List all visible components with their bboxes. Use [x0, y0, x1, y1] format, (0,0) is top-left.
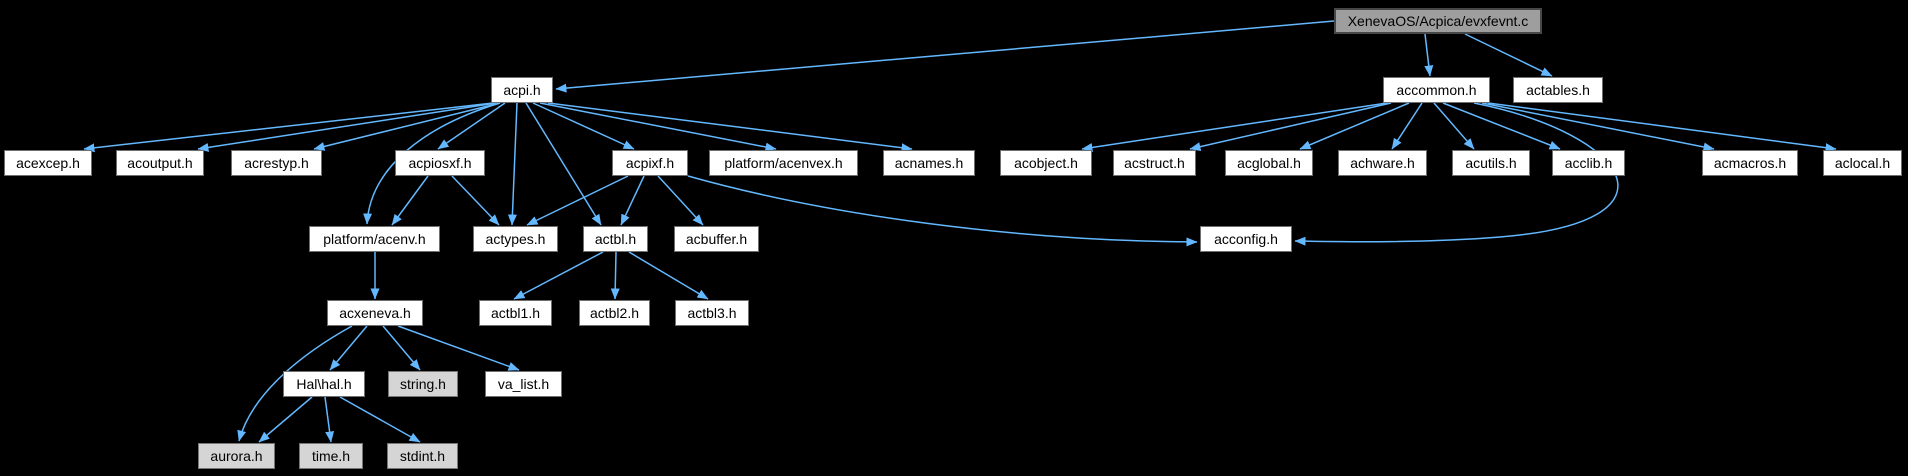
- node-acenvex[interactable]: platform/acenvex.h: [709, 150, 858, 176]
- edge-acpi-acrestyp: [313, 102, 501, 151]
- edge-acpixf-acconfig: [687, 175, 1198, 247]
- edge-acpixf-actypes: [526, 175, 629, 226]
- node-acexcep[interactable]: acexcep.h: [4, 150, 92, 176]
- edge-accommon-acutils: [1433, 102, 1475, 150]
- node-acpiosxf[interactable]: acpiosxf.h: [395, 150, 485, 176]
- node-stdint[interactable]: stdint.h: [387, 443, 458, 469]
- edges: [83, 20, 1837, 443]
- node-acglobal[interactable]: acglobal.h: [1225, 150, 1313, 176]
- edge-evxfevnt-actables: [1464, 33, 1553, 77]
- node-string[interactable]: string.h: [388, 371, 458, 397]
- edge-acpi-acoutput: [197, 102, 497, 152]
- edge-hal-time: [324, 396, 335, 443]
- edge-acpi-acexcep: [83, 102, 494, 153]
- edge-acxeneva-string: [382, 325, 421, 371]
- edge-accommon-acconfig: [1294, 102, 1619, 246]
- edge-acxeneva-valist: [397, 325, 520, 371]
- node-actbl1[interactable]: actbl1.h: [479, 300, 552, 326]
- edge-acpi-acpixf: [532, 102, 635, 150]
- edge-acxeneva-hal: [329, 325, 368, 371]
- edge-accommon-aclocal: [1487, 102, 1837, 153]
- node-time[interactable]: time.h: [299, 443, 363, 469]
- edge-acpixf-acbuffer: [657, 175, 704, 226]
- node-valist[interactable]: va_list.h: [485, 371, 562, 397]
- edge-acpiosxf-acenv: [391, 175, 429, 226]
- node-acconfig[interactable]: acconfig.h: [1200, 226, 1292, 252]
- node-actypes[interactable]: actypes.h: [473, 226, 558, 252]
- node-acstruct[interactable]: acstruct.h: [1113, 150, 1196, 176]
- node-accommon[interactable]: accommon.h: [1383, 77, 1490, 103]
- edge-acpi-acnames: [547, 102, 913, 153]
- node-acxeneva[interactable]: acxeneva.h: [327, 300, 423, 326]
- edge-accommon-acstruct: [1189, 102, 1392, 152]
- edge-actbl-actbl1: [513, 251, 604, 300]
- node-hal[interactable]: Hal\hal.h: [283, 371, 365, 397]
- node-acbuffer[interactable]: acbuffer.h: [674, 226, 759, 252]
- edge-acxeneva-aurora: [237, 325, 353, 442]
- edge-hal-stdint: [339, 396, 421, 443]
- node-acutils[interactable]: acutils.h: [1452, 150, 1530, 176]
- edge-accommon-achware: [1391, 102, 1423, 150]
- edge-accommon-acmacros: [1481, 102, 1715, 152]
- edge-evxfevnt-accommon: [1424, 33, 1434, 77]
- edge-acpi-acpiosxf: [437, 102, 506, 150]
- node-aurora[interactable]: aurora.h: [198, 443, 275, 469]
- edge-acpi-actbl: [525, 102, 602, 226]
- node-actbl[interactable]: actbl.h: [583, 226, 648, 252]
- node-acclib[interactable]: acclib.h: [1552, 150, 1625, 176]
- node-acoutput[interactable]: acoutput.h: [116, 150, 204, 176]
- node-actbl2[interactable]: actbl2.h: [579, 300, 650, 326]
- node-actables[interactable]: actables.h: [1513, 77, 1603, 103]
- edge-accommon-acclib: [1442, 102, 1561, 150]
- node-acrestyp[interactable]: acrestyp.h: [231, 150, 322, 176]
- edge-accommon-acglobal: [1299, 102, 1410, 150]
- node-evxfevnt: XenevaOS/Acpica/evxfevnt.c: [1334, 8, 1542, 34]
- node-acenv[interactable]: platform/acenv.h: [309, 226, 440, 252]
- edge-hal-aurora: [258, 396, 313, 443]
- node-aclocal[interactable]: aclocal.h: [1823, 150, 1902, 176]
- edge-actbl-actbl2: [610, 251, 620, 300]
- edge-accommon-acobject: [1081, 102, 1388, 152]
- node-actbl3[interactable]: actbl3.h: [675, 300, 749, 326]
- edge-acpi-actypes: [507, 102, 518, 226]
- node-acpixf[interactable]: acpixf.h: [612, 150, 688, 176]
- node-acnames[interactable]: acnames.h: [883, 150, 975, 176]
- edge-acpixf-actbl: [620, 175, 645, 226]
- node-acmacros[interactable]: acmacros.h: [1702, 150, 1798, 176]
- edge-acpiosxf-actypes: [451, 175, 500, 226]
- node-achware[interactable]: achware.h: [1338, 150, 1427, 176]
- edge-acpi-acenvex: [539, 102, 777, 152]
- node-acpi[interactable]: acpi.h: [491, 77, 553, 103]
- edge-evxfevnt-acpi: [555, 20, 1335, 93]
- edge-actbl-actbl3: [628, 251, 709, 300]
- node-acobject[interactable]: acobject.h: [1000, 150, 1092, 176]
